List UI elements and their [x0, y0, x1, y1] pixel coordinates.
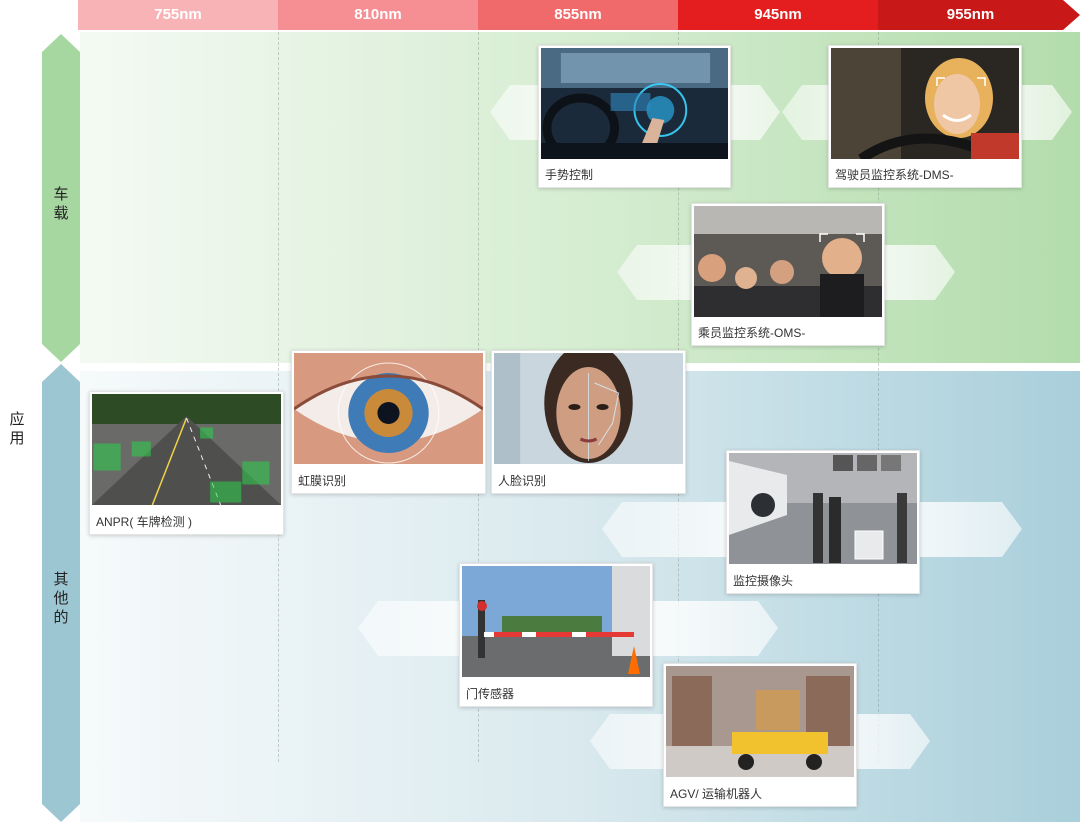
vehicle-category-label: 车载 [42, 185, 80, 223]
face-caption: 人脸识别 [498, 474, 547, 488]
applications-label: 应用 [9, 411, 25, 447]
other-category-arrow [42, 364, 80, 822]
agv-card: AGV/ 运输机器人 [663, 663, 857, 807]
grid-line-955 [878, 32, 879, 762]
oms-caption: 乘员监控系统-OMS- [698, 326, 806, 340]
gesture-control-caption: 手势控制 [545, 168, 594, 182]
wavelength-755: 755nm [78, 0, 278, 30]
gesture-control-card: 手势控制 [538, 45, 731, 188]
vehicle-category-arrow [42, 34, 80, 362]
other-category-text: 其他的 [53, 571, 69, 626]
anpr-caption: ANPR( 车牌检测 ) [96, 515, 193, 529]
door-sensor-card: 门传感器 [459, 563, 653, 707]
anpr-image [92, 394, 281, 505]
iris-caption: 虹膜识别 [298, 474, 347, 488]
door-sensor-image [462, 566, 650, 677]
cctv-card: 监控摄像头 [726, 450, 920, 594]
wavelength-810: 810nm [278, 0, 478, 30]
dms-caption: 驾驶员监控系统-DMS- [835, 168, 954, 182]
agv-image [666, 666, 854, 777]
gesture-control-image [541, 48, 728, 159]
face-image [494, 353, 683, 464]
iris-card: 虹膜识别 [291, 350, 486, 494]
face-card: 人脸识别 [491, 350, 686, 494]
oms-card: 乘员监控系统-OMS- [691, 203, 885, 346]
wavelength-arrowhead [1063, 0, 1080, 30]
agv-caption: AGV/ 运输机器人 [670, 787, 763, 801]
oms-image [694, 206, 882, 317]
dms-card: 驾驶员监控系统-DMS- [828, 45, 1022, 188]
door-sensor-caption: 门传感器 [466, 687, 515, 701]
vehicle-category-text: 车载 [53, 186, 69, 222]
other-category-label: 其他的 [42, 570, 80, 627]
cctv-caption: 监控摄像头 [733, 574, 794, 588]
wavelength-855: 855nm [478, 0, 678, 30]
dms-image [831, 48, 1019, 159]
wavelength-955: 955nm [878, 0, 1063, 30]
iris-image [294, 353, 483, 464]
anpr-card: ANPR( 车牌检测 ) [89, 391, 284, 535]
wavelength-bar: 755nm 810nm 855nm 945nm 955nm [78, 0, 1080, 30]
wavelength-945: 945nm [678, 0, 878, 30]
cctv-image [729, 453, 917, 564]
